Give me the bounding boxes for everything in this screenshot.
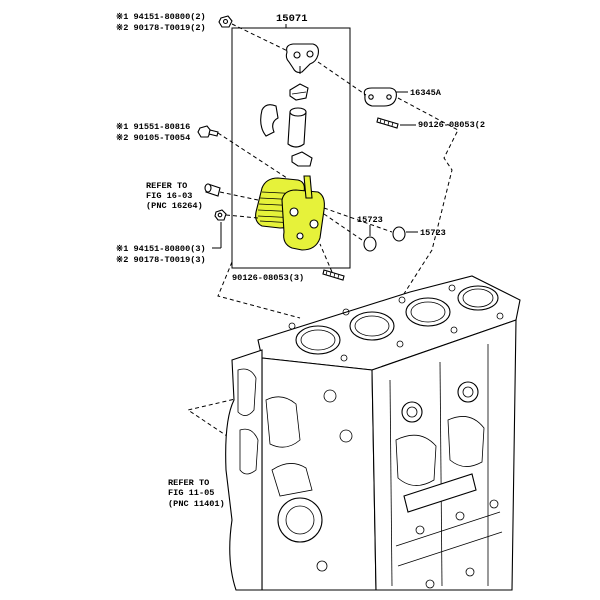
label-refer-top-2: FIG 16-03 xyxy=(146,191,192,201)
oring-right-icon xyxy=(392,226,406,242)
hose-icon xyxy=(287,107,307,148)
label-refer-top-3: (PNC 16264) xyxy=(146,201,203,211)
label-bolt-mid-2: ※2 90105-T0054 xyxy=(116,133,190,143)
label-stud-low: 90126-08053(3) xyxy=(232,273,304,283)
bolt-top-icon xyxy=(218,15,233,28)
oil-cooler-plate xyxy=(281,189,325,251)
label-oring-right: 15723 xyxy=(420,228,446,238)
stud-low-icon xyxy=(322,269,345,281)
label-refer-top-1: REFER TO xyxy=(146,181,187,191)
label-oring-left: 15723 xyxy=(357,215,383,225)
assembly-box xyxy=(231,27,351,269)
label-bolt-top-1: ※1 94151-80800(2) xyxy=(116,12,206,22)
label-bolt-top-2: ※2 90178-T0019(2) xyxy=(116,23,206,33)
oil-cooler-highlight-icon xyxy=(255,175,325,251)
label-nut-low-2: ※2 90178-T0019(3) xyxy=(116,255,206,265)
nut-low-icon xyxy=(214,209,227,221)
oring-left-icon xyxy=(363,236,377,252)
stud-right-icon xyxy=(376,117,399,129)
clamp-lower-icon xyxy=(291,151,313,167)
label-refer-bottom-1: REFER TO xyxy=(168,478,209,488)
label-assembly: 15071 xyxy=(276,13,308,25)
oil-cooler-pipe xyxy=(303,175,313,199)
label-refer-bottom-2: FIG 11-05 xyxy=(168,488,214,498)
label-bolt-mid-1: ※1 91551-80816 xyxy=(116,122,190,132)
union-fitting-icon xyxy=(204,183,221,197)
upper-flange-icon xyxy=(285,43,319,74)
clamp-top-icon xyxy=(289,83,309,101)
label-refer-bottom-3: (PNC 11401) xyxy=(168,499,225,509)
clamp-left-icon xyxy=(260,104,279,137)
gasket-16345a-icon xyxy=(363,87,397,107)
engine-block-icon xyxy=(225,275,521,591)
label-gasket: 16345A xyxy=(410,88,442,98)
label-stud-right: 90126-08053(2 xyxy=(418,120,485,130)
label-nut-low-1: ※1 94151-80800(3) xyxy=(116,244,206,254)
bolt-mid-icon xyxy=(197,125,219,138)
